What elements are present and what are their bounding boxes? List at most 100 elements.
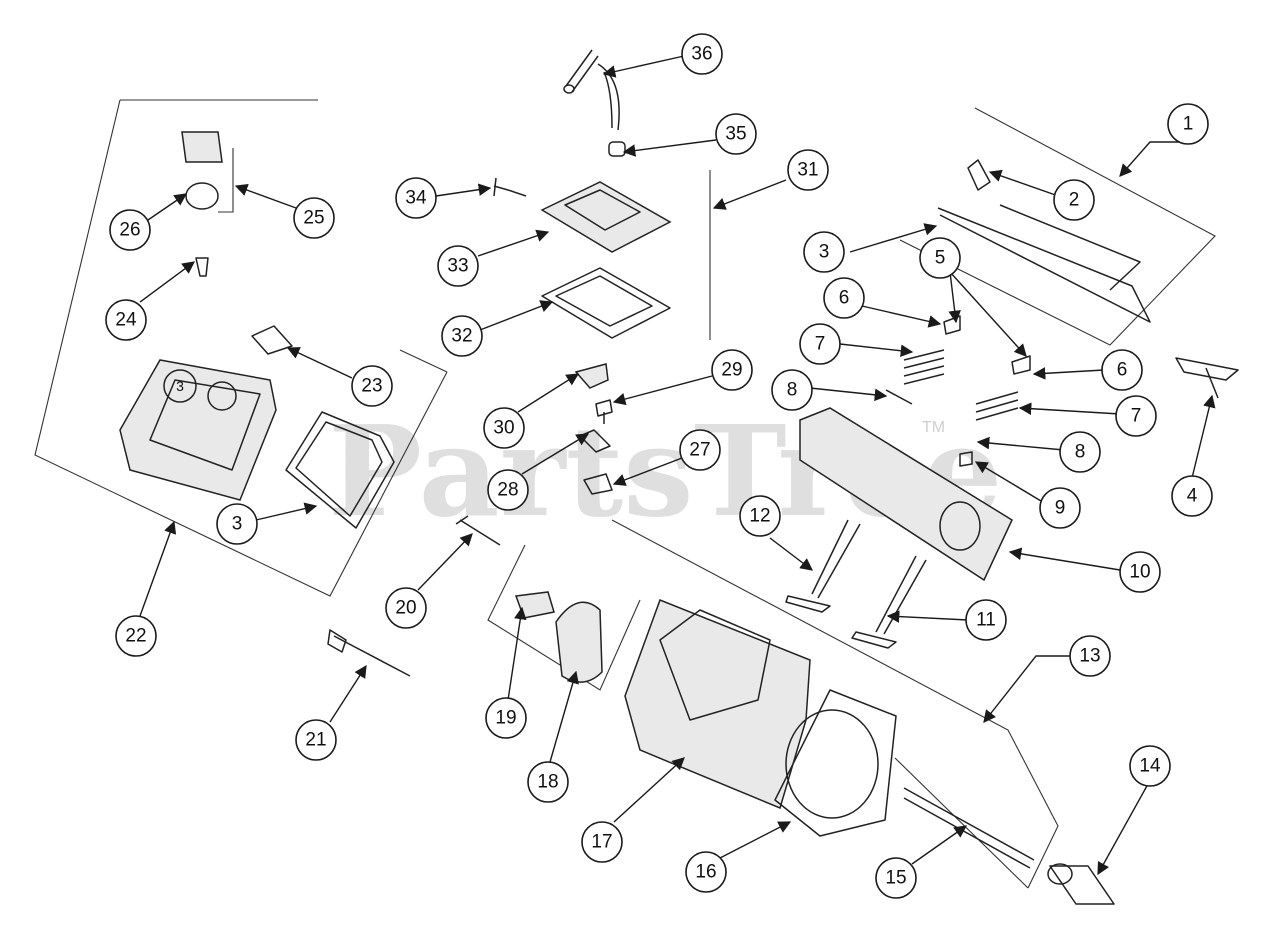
breather-retainer bbox=[583, 473, 613, 495]
callout-31-label: 31 bbox=[797, 160, 818, 181]
callout-3-right[interactable]: 3 bbox=[803, 231, 845, 273]
callout-11-label: 11 bbox=[976, 610, 996, 631]
callout-3-mid[interactable]: 3 bbox=[165, 376, 185, 396]
callout-18[interactable]: 18 bbox=[527, 761, 569, 803]
callout-22[interactable]: 22 bbox=[115, 615, 157, 657]
leader-3-right bbox=[849, 223, 938, 253]
valve-cover-port bbox=[163, 369, 197, 403]
valve-spring-left bbox=[903, 349, 945, 385]
callout-2[interactable]: 2 bbox=[1053, 179, 1095, 221]
callout-24-label: 24 bbox=[115, 310, 137, 331]
callout-36[interactable]: 36 bbox=[681, 33, 723, 75]
leader-32 bbox=[479, 300, 554, 331]
callout-23[interactable]: 23 bbox=[351, 365, 393, 407]
breather-tube bbox=[565, 49, 620, 131]
callout-20[interactable]: 20 bbox=[385, 587, 427, 629]
leader-6-left bbox=[861, 305, 942, 328]
callout-1[interactable]: 1 bbox=[1167, 103, 1209, 145]
callout-21[interactable]: 21 bbox=[295, 719, 337, 761]
leader-7-right bbox=[1018, 402, 1121, 415]
leader-lines bbox=[139, 55, 1216, 876]
callout-16[interactable]: 16 bbox=[685, 851, 727, 893]
watermark-trademark: TM bbox=[922, 419, 945, 436]
callout-6-left[interactable]: 6 bbox=[823, 277, 865, 319]
callout-29[interactable]: 29 bbox=[711, 349, 753, 391]
leader-2 bbox=[988, 169, 1065, 199]
callout-14-label: 14 bbox=[1139, 756, 1161, 777]
callout-8-right[interactable]: 8 bbox=[1059, 431, 1101, 473]
leader-26 bbox=[147, 193, 188, 221]
callout-12-label: 12 bbox=[749, 506, 770, 527]
callout-17-label: 17 bbox=[591, 832, 612, 853]
callout-20-label: 20 bbox=[395, 598, 416, 619]
callout-8-left[interactable]: 8 bbox=[771, 369, 813, 411]
callout-3-left[interactable]: 3 bbox=[216, 503, 258, 545]
callout-27[interactable]: 27 bbox=[679, 429, 721, 471]
callout-9[interactable]: 9 bbox=[1039, 487, 1081, 529]
breather-gasket bbox=[541, 267, 671, 339]
callout-3-cover-label: 3 bbox=[176, 378, 184, 394]
callout-10[interactable]: 10 bbox=[1119, 551, 1161, 593]
head-gasket-bore bbox=[785, 709, 879, 819]
breather-cover bbox=[540, 181, 672, 253]
callout-26-label: 26 bbox=[119, 220, 140, 241]
callout-36-label: 36 bbox=[691, 44, 712, 65]
tappet bbox=[1049, 865, 1115, 905]
valve-cover-gasket-left bbox=[285, 411, 395, 529]
callout-32-label: 32 bbox=[451, 326, 472, 347]
callout-32[interactable]: 32 bbox=[441, 315, 483, 357]
callout-24[interactable]: 24 bbox=[105, 299, 147, 341]
callout-9-label: 9 bbox=[1055, 498, 1066, 519]
leader-7-left bbox=[839, 343, 914, 358]
leader-8-right bbox=[976, 436, 1065, 451]
leader-23 bbox=[286, 347, 353, 379]
callout-7-right[interactable]: 7 bbox=[1115, 395, 1157, 437]
callout-35-label: 35 bbox=[725, 124, 746, 145]
leader-13 bbox=[983, 655, 1070, 723]
spring-retainer-right bbox=[1011, 355, 1031, 375]
callout-34[interactable]: 34 bbox=[395, 177, 437, 219]
valve-cover-boss bbox=[207, 381, 237, 411]
rocker-screw bbox=[967, 159, 991, 191]
callout-22-label: 22 bbox=[125, 626, 146, 647]
callout-30[interactable]: 30 bbox=[483, 407, 525, 449]
leader-35 bbox=[622, 139, 717, 157]
callout-6-right[interactable]: 6 bbox=[1101, 349, 1143, 391]
callout-35[interactable]: 35 bbox=[715, 113, 757, 155]
callout-12[interactable]: 12 bbox=[739, 495, 781, 537]
callout-26[interactable]: 26 bbox=[109, 209, 151, 251]
callout-28-label: 28 bbox=[497, 480, 518, 501]
callout-3-left-label: 3 bbox=[232, 514, 243, 535]
callout-34-label: 34 bbox=[405, 188, 427, 209]
callout-11[interactable]: 11 bbox=[965, 599, 1007, 641]
callout-13[interactable]: 13 bbox=[1069, 635, 1111, 677]
callout-28[interactable]: 28 bbox=[487, 469, 529, 511]
callout-17[interactable]: 17 bbox=[581, 821, 623, 863]
callout-5[interactable]: 5 bbox=[919, 237, 961, 279]
breather-cover-raised bbox=[564, 189, 641, 231]
leader-15 bbox=[911, 825, 968, 865]
callout-4[interactable]: 4 bbox=[1171, 475, 1213, 517]
callout-25-label: 25 bbox=[303, 208, 324, 229]
bracket bbox=[1175, 357, 1239, 399]
callout-7-right-label: 7 bbox=[1131, 406, 1142, 427]
leader-8-left bbox=[809, 387, 888, 402]
callout-1-label: 1 bbox=[1183, 114, 1194, 135]
valve-cover bbox=[119, 359, 277, 501]
leader-14 bbox=[1097, 783, 1149, 876]
leader-24 bbox=[139, 261, 196, 303]
callout-33[interactable]: 33 bbox=[437, 245, 479, 287]
callout-19[interactable]: 19 bbox=[485, 697, 527, 739]
rocker-arm-head bbox=[799, 407, 1013, 582]
callout-15[interactable]: 15 bbox=[875, 857, 917, 899]
callouts: 1 2 3 3 3 4 5 6 6 7 7 8 8 9 10 11 12 13 … bbox=[105, 33, 1213, 899]
callout-5-label: 5 bbox=[935, 248, 946, 269]
callout-31[interactable]: 31 bbox=[787, 149, 829, 191]
callout-7-left[interactable]: 7 bbox=[799, 323, 841, 365]
callout-14[interactable]: 14 bbox=[1129, 745, 1171, 787]
elbow-fitting bbox=[251, 325, 293, 355]
leader-10 bbox=[1008, 547, 1121, 571]
cylinder-head-cover-plate bbox=[555, 601, 603, 683]
callout-25[interactable]: 25 bbox=[293, 197, 335, 239]
